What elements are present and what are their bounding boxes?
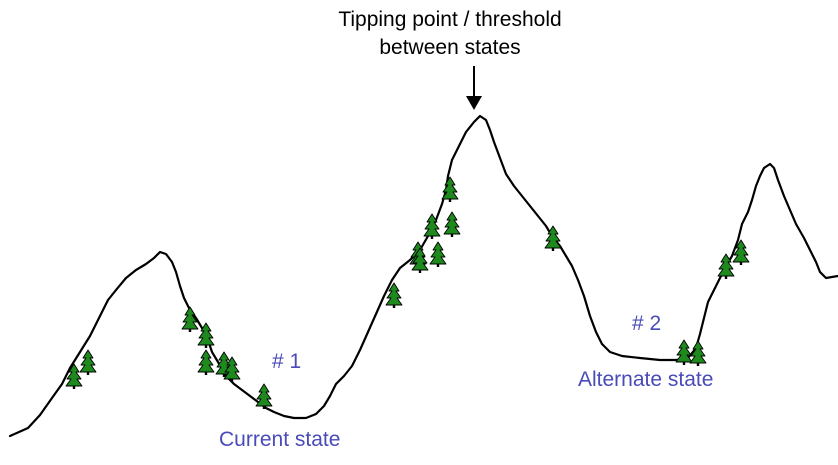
threshold-label-line1: Tipping point / threshold	[338, 8, 562, 31]
pine-tree-icon	[65, 363, 83, 390]
pine-tree-icon	[181, 306, 199, 333]
pine-tree-icon	[79, 349, 97, 376]
state-1-number: # 1	[272, 350, 302, 373]
arrow-down-icon	[466, 66, 482, 110]
pine-tree-icon	[732, 239, 750, 266]
pine-tree-icon	[197, 349, 215, 376]
pine-tree-icon	[429, 241, 447, 268]
pine-tree-icon	[255, 383, 273, 410]
pine-tree-icon	[689, 340, 707, 367]
state-2-number: # 2	[632, 312, 662, 335]
threshold-label-line2: between states	[379, 36, 521, 59]
pine-tree-icon	[675, 339, 693, 366]
pine-tree-icon	[441, 176, 459, 203]
state-2-label: Alternate state	[578, 368, 714, 391]
pine-tree-icon	[443, 211, 461, 238]
state-1-label: Current state	[219, 428, 341, 451]
landscape-line	[8, 114, 838, 438]
